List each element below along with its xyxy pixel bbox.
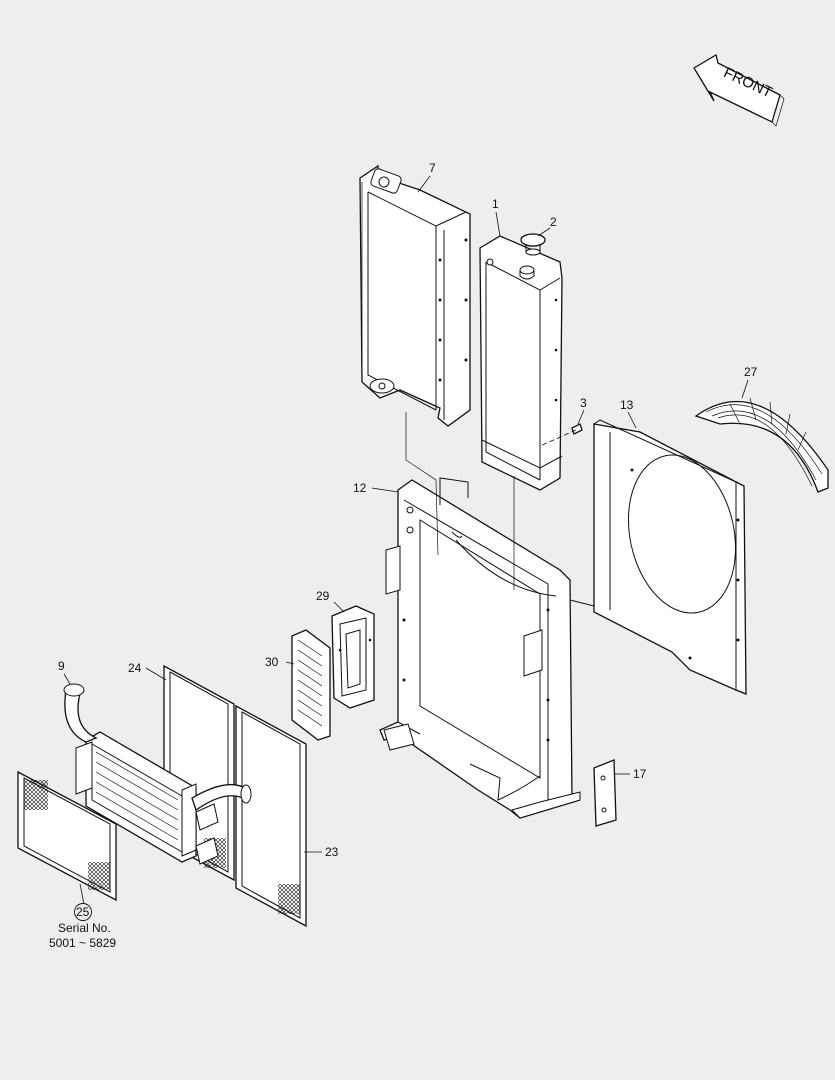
- leader-lines: [63, 175, 749, 905]
- callout-30: 30: [265, 655, 279, 669]
- callout-23: 23: [325, 845, 339, 859]
- front-arrow: FRONT: [693, 53, 785, 127]
- part-7-cooler: [359, 164, 471, 427]
- part-27-fan-guard: [694, 397, 829, 493]
- callout-2: 2: [550, 215, 557, 229]
- callout-24: 24: [128, 661, 142, 675]
- callout-27: 27: [744, 365, 758, 379]
- serial-range: 5001 ~ 5829: [49, 936, 116, 950]
- serial-label: Serial No.: [58, 921, 111, 935]
- callout-13: 13: [620, 398, 634, 412]
- callout-7: 7: [429, 161, 436, 175]
- part-12-frame: [379, 477, 595, 819]
- callout-25-group: 25 Serial No. 5001 ~ 5829: [49, 903, 116, 950]
- part-9-charge-cooler: [63, 683, 252, 865]
- callout-3: 3: [580, 396, 587, 410]
- callout-12: 12: [353, 481, 367, 495]
- callout-25: 25: [76, 905, 90, 919]
- part-25-screen: [17, 770, 117, 902]
- part-3-clip: [571, 423, 583, 435]
- reference-line-7: [405, 412, 439, 556]
- part-13-shroud: [593, 419, 747, 695]
- callout-29: 29: [316, 589, 330, 603]
- callout-1: 1: [492, 197, 499, 211]
- part-17-plate: [593, 759, 617, 827]
- callout-9: 9: [58, 659, 65, 673]
- part-1-radiator: [479, 235, 563, 491]
- part-23-screen: [235, 704, 307, 928]
- part-2-cap: [520, 233, 546, 256]
- reference-line-3: [539, 429, 577, 447]
- part-30-small-cooler: [291, 629, 331, 741]
- callout-25-circle: [74, 903, 92, 921]
- callout-17: 17: [633, 767, 647, 781]
- part-29-bracket: [331, 605, 375, 709]
